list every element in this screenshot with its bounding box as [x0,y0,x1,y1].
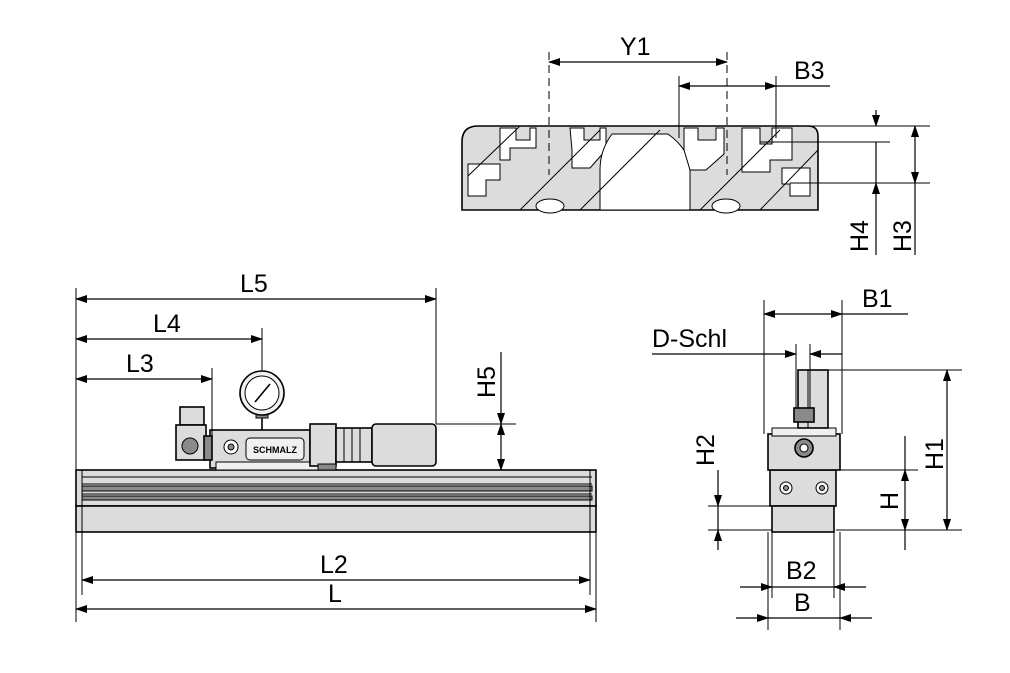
side-view: SCHMALZ L5 L4 L3 [75,270,597,622]
label-b: B [794,589,811,617]
label-b3: B3 [794,57,825,85]
bolt-right-center [819,485,825,491]
profile-bore-left [535,198,565,214]
label-l5: L5 [240,270,268,298]
silencer [371,423,437,467]
profile-slot-left-low [467,163,501,197]
profile-slot-right-low [781,167,811,197]
rail-slot [81,485,593,492]
ejector-foot [317,463,337,471]
nameplate [245,437,305,461]
hatch [759,149,819,211]
profile-slot-3 [683,127,725,171]
label-y1: Y1 [620,33,651,61]
label-l2: L2 [320,551,348,579]
rail-end-base [771,505,835,533]
silencer-neck [335,427,373,463]
label-l: L [328,580,342,608]
fitting-thread [203,435,213,461]
valve-screw-center [227,443,235,451]
label-b2: B2 [786,557,817,585]
fitting-nut [181,437,199,455]
valve-cap [771,427,837,437]
label-d-schl: D-Schl [652,325,727,353]
bolt-left-center [783,485,789,491]
profile-section-view: Y1 B3 H4 H3 [461,33,930,255]
nameplate-text: SCHMALZ [253,445,297,455]
profile-bore-right [711,198,741,214]
hex-nut-icon [793,407,815,423]
profile-center-channel [599,133,691,211]
label-b1: B1 [862,285,893,313]
hatch [699,129,781,211]
label-h1: H1 [921,438,949,470]
label-h3: H3 [889,220,917,252]
label-l3: L3 [126,350,154,378]
profile-slot-2 [569,127,607,169]
fitting-elbow [179,406,205,426]
rail-slot [81,495,593,501]
label-h5: H5 [473,366,501,398]
rail-base [75,505,597,533]
fitting-front-bore [799,443,809,453]
hatch [467,125,521,177]
label-l4: L4 [153,310,181,338]
profile-slot-right [741,127,793,173]
hatch [519,129,601,211]
label-h2: H2 [692,434,720,466]
ejector-housing [309,423,337,467]
hatch [579,129,661,211]
gauge-needle [254,383,271,403]
label-h: H [876,492,904,510]
front-view: B1 D-Schl H1 H H2 B2 [652,285,962,630]
label-h4: H4 [846,220,874,252]
